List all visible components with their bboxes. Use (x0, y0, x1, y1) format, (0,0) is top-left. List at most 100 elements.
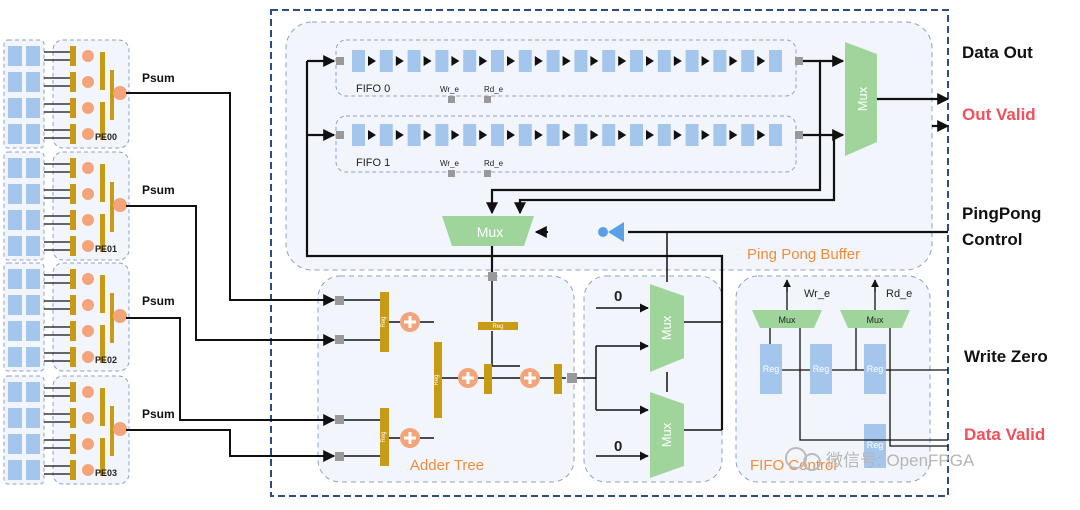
fifo-cell (685, 124, 699, 146)
pe-input-cell (8, 295, 22, 315)
pe-mult-reg (70, 72, 76, 92)
fifo-cell (657, 50, 671, 72)
fifo-cell (518, 124, 532, 146)
data-out-label: Data Out (962, 43, 1033, 62)
svg-text:Mux: Mux (778, 315, 796, 325)
pe-input-cell (8, 321, 22, 341)
fifo1-out-port (795, 131, 803, 139)
svg-text:Mux: Mux (866, 315, 884, 325)
pe-mult-reg (70, 347, 76, 367)
svg-text:Wr_e: Wr_e (804, 288, 830, 300)
pe-input-box (3, 262, 45, 372)
svg-text:Reg: Reg (867, 364, 884, 374)
fifo-control-internals: Mux Mux Reg Reg Reg Reg Wr_e Rd_e (752, 279, 948, 468)
fifo-arrow (757, 56, 766, 66)
fifo-cell (769, 124, 782, 146)
fifo1-box (335, 115, 797, 173)
fifo1-label: FIFO 1 (356, 157, 390, 169)
fifo-cell (630, 124, 643, 146)
fifo0-box (335, 39, 797, 97)
fifo0-cells (352, 50, 782, 72)
fifo-arrow (673, 56, 682, 66)
pe-input-box (3, 39, 45, 149)
write-zero-label: Write Zero (964, 347, 1048, 366)
pe-input-cell (8, 434, 22, 454)
mux-bottom (650, 392, 684, 478)
pingpong-label: PingPong (962, 204, 1041, 223)
psum-label: Psum (142, 71, 175, 85)
pe-multiplier (82, 438, 94, 450)
fifo-arrow (507, 56, 515, 66)
pe-mult-reg (70, 124, 76, 144)
fifo-cell (713, 50, 727, 72)
pe-label: PE00 (95, 132, 117, 142)
psum-label: Psum (142, 407, 175, 421)
fifo-arrow (590, 130, 599, 140)
pe-reg (110, 70, 114, 120)
fifo-cell (546, 124, 560, 146)
fifo1-in-port (336, 131, 344, 139)
svg-text:Reg: Reg (813, 364, 830, 374)
psum-wires (126, 92, 334, 457)
pe-input-cell (8, 124, 22, 144)
pe-multiplier (82, 128, 94, 140)
adder-tree-internals: Reg Reg Reg Reg (335, 272, 577, 466)
pe-input-cell (26, 321, 40, 341)
fifo-cell (630, 50, 643, 72)
pe-adder (113, 198, 127, 212)
svg-text:Reg: Reg (381, 431, 387, 442)
fifo-cell (463, 124, 477, 146)
outer-frame (270, 9, 949, 497)
pe-multiplier (82, 299, 94, 311)
pe-input-cell (26, 46, 40, 66)
pe-mult-reg (70, 269, 76, 289)
pe-multiplier (82, 351, 94, 363)
pe-input-cell (8, 184, 22, 204)
pe-input-cell (26, 124, 40, 144)
fifo-arrow (368, 130, 376, 140)
pe-input-cell (8, 236, 22, 256)
pe-input-box (3, 151, 45, 261)
pe-mult-reg (70, 321, 76, 341)
fifo-cell (574, 50, 588, 72)
fifo-arrow (562, 56, 571, 66)
pe-input-cell (8, 72, 22, 92)
pe-input-cell (8, 210, 22, 230)
watermark-text: 微信号: OpenFPGA (826, 451, 975, 470)
fifo-arrow (757, 130, 766, 140)
routing-arrow-heads (323, 55, 950, 238)
fifo-cell (407, 50, 421, 72)
inverter-icon (608, 222, 624, 242)
pe-mult-reg (70, 184, 76, 204)
pe-input-cell (26, 236, 40, 256)
fifo-cell (657, 124, 671, 146)
pe-label: PE01 (95, 244, 117, 254)
pe-multiplier (82, 76, 94, 88)
pe-mult-reg (70, 408, 76, 428)
pe-multiplier (82, 386, 94, 398)
pe-label: PE02 (95, 355, 117, 365)
adder-circles (400, 312, 540, 448)
fifo-arrow (701, 56, 710, 66)
pe-input-cell (26, 158, 40, 178)
pe-input-cell (26, 184, 40, 204)
fifo-arrow (673, 130, 682, 140)
pe-input-cell (26, 295, 40, 315)
fifo0-label: FIFO 0 (356, 83, 390, 95)
psum-arrow-heads (323, 294, 336, 462)
pe-input-cell (8, 382, 22, 402)
pe-input-cell (26, 347, 40, 367)
pe-reg (100, 438, 105, 476)
pe-reg (110, 182, 114, 232)
input-mux-label: Mux (477, 224, 503, 240)
fifo-cell (407, 124, 421, 146)
fifo-cell (574, 124, 588, 146)
fifo-cell (685, 50, 699, 72)
fifo-cell (769, 50, 782, 72)
output-mux-label: Mux (855, 86, 870, 111)
fifo-arrow (534, 56, 543, 66)
pe-mult-reg (70, 46, 76, 66)
